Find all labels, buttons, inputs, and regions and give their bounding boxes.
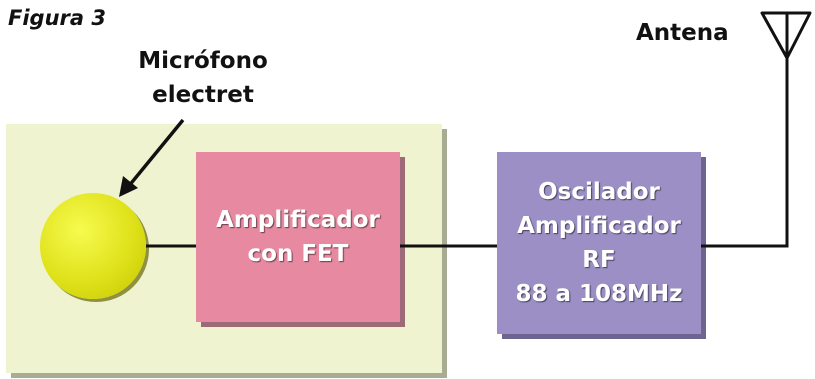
- antenna-icon: [760, 11, 812, 60]
- fet-amplifier-line2: con FET: [247, 241, 349, 267]
- rf-oscillator-line2: Amplificador: [517, 213, 681, 239]
- rf-oscillator-line4: 88 a 108MHz: [515, 281, 683, 307]
- rf-oscillator-block: Oscilador Amplificador RF 88 a 108MHz: [497, 152, 701, 334]
- rf-oscillator-line1: Oscilador: [538, 179, 660, 205]
- wire-oscillator-to-antenna: [701, 52, 789, 248]
- pointer-arrow-icon: [119, 118, 185, 197]
- fet-amplifier-line1: Amplificador: [216, 207, 380, 233]
- antenna-label: Antena: [636, 20, 729, 46]
- fet-amplifier-block: Amplificador con FET: [196, 152, 400, 322]
- rf-oscillator-line3: RF: [582, 247, 616, 273]
- microphone-label-line1: Micrófono: [138, 48, 268, 74]
- figure-label: Figura 3: [8, 6, 106, 30]
- microphone-label-line2: electret: [152, 82, 254, 108]
- microphone-label: Micrófono electret: [118, 44, 288, 112]
- electret-microphone: [40, 193, 146, 299]
